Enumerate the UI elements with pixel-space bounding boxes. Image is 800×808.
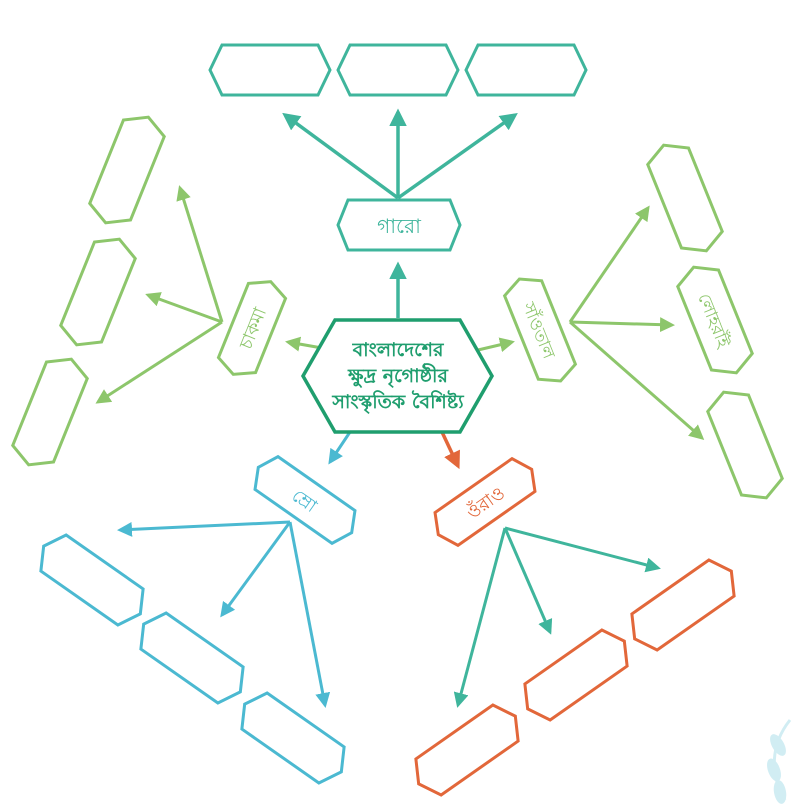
- center-hexagon: [300, 318, 495, 434]
- garo-node: [336, 198, 462, 252]
- santal-arrow-1: [568, 205, 650, 323]
- mro-blank-box-1: [39, 533, 145, 627]
- mro-arrow-1: [117, 520, 291, 537]
- santal-branch: লোহরাঁই সাঁওতাল: [477, 143, 784, 500]
- chakma-arrow-3: [95, 320, 223, 404]
- chakma-node: [216, 280, 288, 376]
- garo-branch: গারো: [208, 43, 588, 318]
- garo-blank-box-3: [464, 43, 588, 97]
- santal-node: [502, 277, 578, 383]
- chakma-arrow-1: [176, 185, 224, 323]
- center-to-oraon-arrow: [440, 431, 460, 470]
- mro-blank-box-2: [139, 611, 245, 705]
- santal-blank-box-1: [646, 143, 724, 253]
- center-to-santal-arrow: [477, 337, 515, 353]
- oraon-branch: ওঁরাও: [414, 431, 736, 797]
- santal-arrow-3: [569, 320, 705, 440]
- garo-blank-box-2: [336, 43, 460, 97]
- chakma-arrow-2: [145, 292, 223, 324]
- chakma-blank-box-1: [88, 115, 166, 225]
- oraon-blank-box-1: [630, 558, 736, 652]
- mro-arrow-3: [288, 521, 331, 708]
- center-node: বাংলাদেশের ক্ষুদ্র নৃগোষ্ঠীর সাংস্কৃতিক …: [300, 318, 495, 434]
- leaf-watermark: [767, 719, 792, 804]
- center-to-mro-arrow: [328, 431, 352, 465]
- santal-blank-box-3: [706, 390, 784, 500]
- center-title-line-2: ক্ষুদ্র নৃগোষ্ঠীর: [347, 363, 449, 388]
- center-title-line-1: বাংলাদেশের: [352, 339, 445, 361]
- oraon-blank-box-3: [414, 703, 520, 797]
- mro-blank-box-3: [240, 691, 346, 785]
- oraon-arrow-2: [503, 527, 553, 635]
- center-to-chakma-arrow: [285, 336, 323, 352]
- center-title-line-3: সাংস্কৃতিক বৈশিষ্ট্য: [331, 390, 465, 414]
- garo-label: গারো: [377, 214, 422, 238]
- oraon-arrow-1: [504, 526, 661, 573]
- chakma-blank-box-3: [11, 357, 89, 467]
- oraon-node: [433, 456, 537, 548]
- oraon-arrow-3: [453, 527, 507, 708]
- mro-branch: ম্রো: [39, 431, 357, 785]
- oraon-blank-box-2: [523, 628, 629, 722]
- chakma-blank-box-2: [59, 237, 137, 347]
- garo-arrow-3: [396, 112, 518, 200]
- santal-box-2: [676, 265, 754, 375]
- mro-arrow-2: [220, 521, 292, 618]
- mro-node: [253, 454, 357, 546]
- garo-arrow-1: [282, 112, 400, 200]
- chakma-branch: চাকমা: [11, 115, 323, 467]
- garo-blank-box-1: [208, 43, 332, 97]
- santal-arrow-2: [569, 317, 675, 333]
